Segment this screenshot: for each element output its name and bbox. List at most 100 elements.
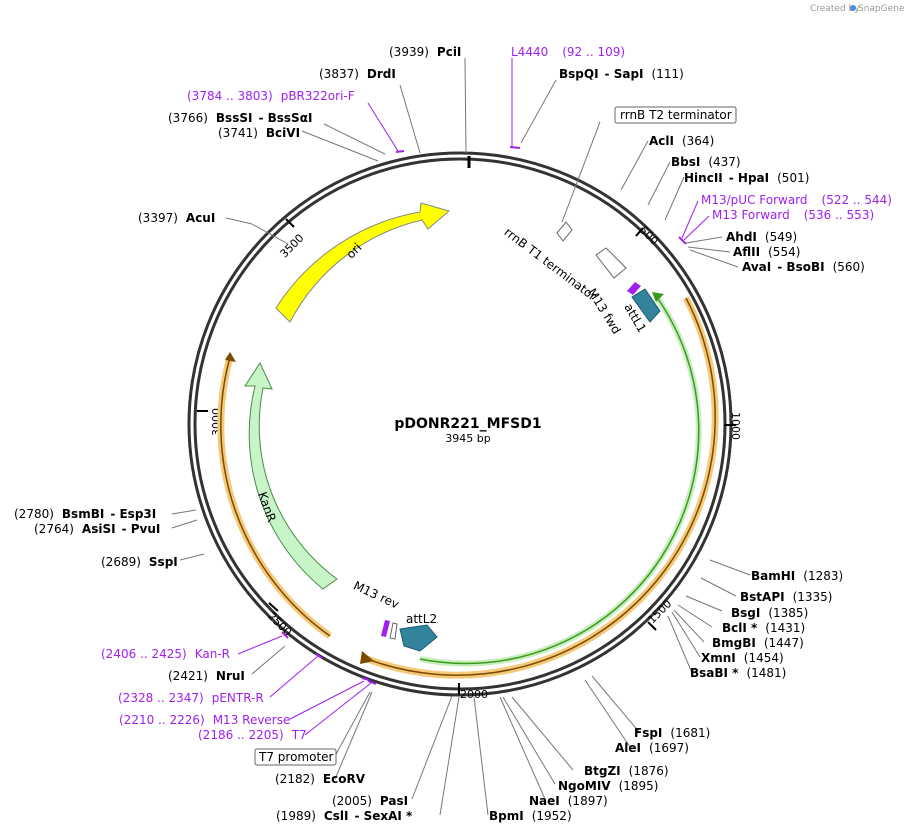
m13-rev-feature [381, 620, 390, 637]
orf-arc-left [220, 356, 331, 637]
leader-m13rev [289, 680, 365, 720]
leader-bstapi [700, 577, 737, 597]
primer-m13-forward: M13 Forward(536 .. 553) [712, 208, 874, 222]
tick-label-1000: 1000 [729, 412, 742, 440]
site-fspi: FspI(1681) [634, 726, 710, 740]
site-bcivi: (3741)BciVI [218, 126, 300, 140]
primer-mark-pentr [315, 653, 323, 659]
orf-arc-right [361, 297, 716, 676]
leader-t7 [304, 682, 372, 736]
credit-brand: SnapGene [858, 4, 905, 14]
leader-bsabi [667, 615, 693, 674]
site-avai: AvaI- BsoBI(560) [742, 260, 865, 274]
leader-t7-promoter [334, 691, 371, 757]
leader-btgzi [511, 696, 574, 771]
site-acui: (3397)AcuI [138, 211, 215, 225]
leader-bsgi [685, 595, 723, 612]
site-asisi: (2764)AsiSI- PvuI [34, 522, 160, 536]
leader-bbsi [647, 161, 671, 206]
tick-label-2000: 2000 [460, 688, 488, 701]
leader-sspi [179, 553, 205, 561]
green-arc-arrowhead [652, 292, 664, 302]
primer-m13puc-forward: M13/pUC Forward(522 .. 544) [701, 193, 892, 207]
orf-arc-right-arrowhead [360, 651, 374, 664]
site-bsssi: (3766)BssSI- BssSαI [168, 111, 312, 125]
plasmid-name: pDONR221_MFSD1 [394, 416, 541, 432]
snapgene-credit: Created by SnapGene [810, 4, 905, 14]
tick-2500 [268, 602, 279, 612]
tick-1500 [647, 621, 657, 631]
primer-mark-kanr [281, 631, 289, 639]
tick-label-1500: 1500 [645, 597, 674, 626]
primer-m13-reverse: (2210 .. 2226)M13 Reverse [119, 713, 290, 727]
primer-l4440: L4440(92 .. 109) [511, 45, 625, 59]
site-pasi: (2005)PasI [332, 794, 408, 808]
primer-mark-m13puc [678, 236, 687, 245]
green-arc [419, 295, 700, 665]
site-bspqi: BspQI- SapI(111) [559, 67, 684, 81]
leader-alei [584, 679, 631, 748]
tick-500 [635, 227, 644, 237]
site-bamhi: BamHI(1283) [751, 569, 843, 583]
site-xmni: XmnI(1454) [701, 651, 784, 665]
site-pcii: (3939)PciI [389, 45, 461, 59]
leader-pentr [269, 655, 319, 698]
rrnb-t1-label: rrnB T1 terminator [502, 225, 600, 303]
leader-xmni [671, 611, 701, 658]
tick-marks [197, 218, 736, 695]
leader-bsssi [323, 123, 386, 155]
site-ngomiv: NgoMIV(1895) [558, 779, 658, 793]
site-bsabi: BsaBI *(1481) [690, 666, 786, 680]
kanr-feature [244, 361, 338, 590]
primer-marks [281, 146, 687, 685]
primer-pbr322ori-f: (3784 .. 3803)pBR322ori-F [187, 89, 355, 103]
primer-kan-r: (2406 .. 2425)Kan-R [101, 647, 230, 661]
primer-mark-m13rev [361, 677, 370, 681]
leader-bsmbi [171, 509, 197, 515]
boxed-t7-promoter: T7 promoter [254, 748, 337, 766]
leader-ahdi [685, 236, 723, 244]
plasmid-size: 3945 bp [445, 432, 490, 445]
attl2-feature [399, 624, 438, 652]
primer-pentr-r: (2328 .. 2347)pENTR-R [118, 691, 264, 705]
primer-t7: (2186 .. 2205)T7 [198, 728, 307, 742]
boxed-rrnb-t2: rrnB T2 terminator [614, 106, 737, 124]
leader-pasi [411, 695, 453, 800]
site-bstapi: BstAPI(1335) [740, 590, 832, 604]
site-acli: AclI(364) [649, 134, 714, 148]
snapgene-logo-icon [850, 5, 856, 11]
leader-bspqi [520, 79, 557, 144]
rrnb-t2-box [614, 106, 737, 124]
leader-kanr-primer [237, 635, 283, 655]
site-csli: (1989)CslI- SexAI * [276, 809, 413, 823]
leader-pcii [464, 57, 467, 154]
leader-naei [499, 696, 546, 800]
leader-drdi [399, 84, 421, 154]
site-naei: NaeI(1897) [529, 794, 608, 808]
leader-pbr322 [367, 102, 399, 152]
leader-acli [620, 140, 649, 191]
leader-bcivi [301, 130, 379, 162]
leader-drui [251, 645, 286, 675]
site-ecorv: (2182)EcoRV [275, 772, 366, 786]
site-ahdi: AhdI(549) [726, 230, 797, 244]
rrnb-t1-feature [595, 247, 627, 279]
leader-avai [689, 249, 739, 268]
leader-fspi [591, 675, 641, 734]
kanr-label: KanR [255, 490, 279, 524]
site-bsmbi: (2780)BsmBI- Esp3I [14, 507, 156, 521]
attl2-label: attL2 [406, 612, 437, 626]
m13-rev-label: M13 rev [351, 578, 401, 611]
primer-mark-t7 [367, 680, 377, 685]
leader-acui-1 [225, 217, 253, 225]
leader-bamhi [709, 559, 751, 576]
leader-aflii [687, 246, 731, 253]
site-bmgbi: BmgBI(1447) [712, 636, 804, 650]
rrnb-t2-label: rrnB T2 terminator [620, 108, 732, 122]
ori-feature [275, 202, 451, 323]
rrnb-t2-feature [556, 221, 573, 242]
t7-small-feature [389, 622, 398, 640]
leader-bpmi [473, 696, 489, 816]
site-bsgi: BsgI(1385) [731, 606, 808, 620]
attl1-feature [631, 288, 661, 323]
